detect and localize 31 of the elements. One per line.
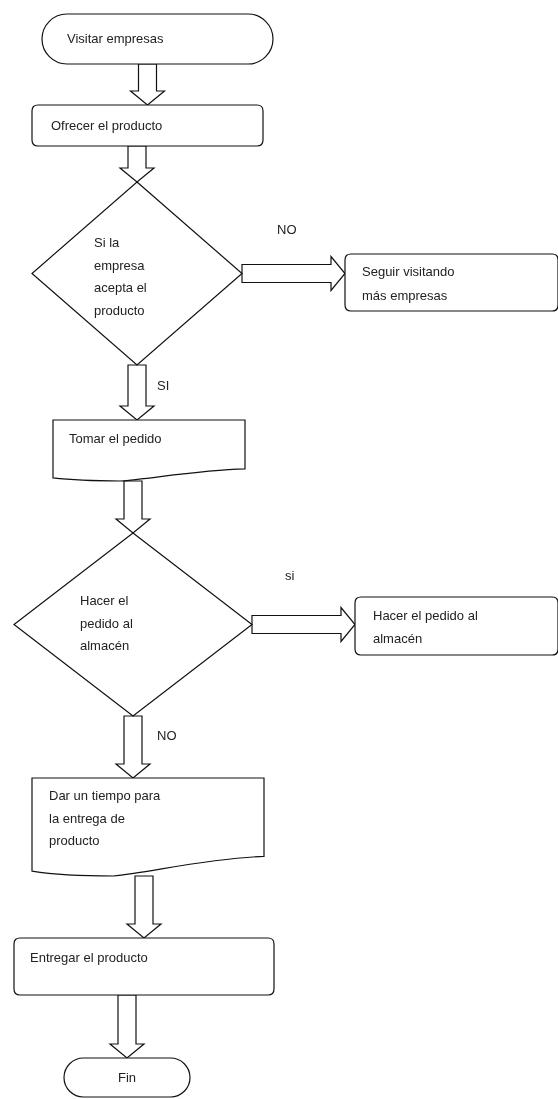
- edge-label: NO: [276, 222, 298, 237]
- edge-label: SI: [156, 378, 171, 393]
- block-arrow: [241, 254, 346, 293]
- block-arrow: [118, 145, 156, 183]
- block-arrow: [118, 364, 156, 421]
- document-shape: [53, 420, 245, 481]
- block-arrow: [108, 994, 146, 1059]
- node-text: Ofrecer el producto: [51, 117, 164, 135]
- block-arrow: [114, 715, 152, 779]
- document-shape: [32, 778, 264, 876]
- block-arrow: [125, 875, 163, 939]
- process-box: [345, 254, 558, 311]
- process-box: [355, 597, 558, 655]
- node-text: Seguir visitando más empresas: [362, 263, 456, 305]
- node-text: Hacer el pedido al almacén: [80, 592, 134, 655]
- block-arrow: [251, 605, 356, 644]
- node-text: Fin: [116, 1069, 138, 1087]
- decision-diamond: [32, 182, 242, 365]
- decision-diamond: [14, 533, 252, 716]
- edge-label: NO: [156, 728, 178, 743]
- node-text: Si la empresa acepta el producto: [94, 234, 148, 320]
- node-text: Hacer el pedido al almacén: [373, 607, 479, 648]
- node-text: Entregar el producto: [30, 949, 149, 967]
- process-box: [32, 105, 263, 146]
- process-box: [14, 938, 274, 995]
- node-text: Dar un tiempo para la entrega de producto: [49, 787, 162, 850]
- block-arrow: [114, 480, 152, 534]
- edge-label: si: [284, 568, 296, 583]
- block-arrow: [128, 63, 167, 106]
- node-text: Tomar el pedido: [69, 430, 163, 448]
- node-text: Visitar empresas: [67, 30, 165, 48]
